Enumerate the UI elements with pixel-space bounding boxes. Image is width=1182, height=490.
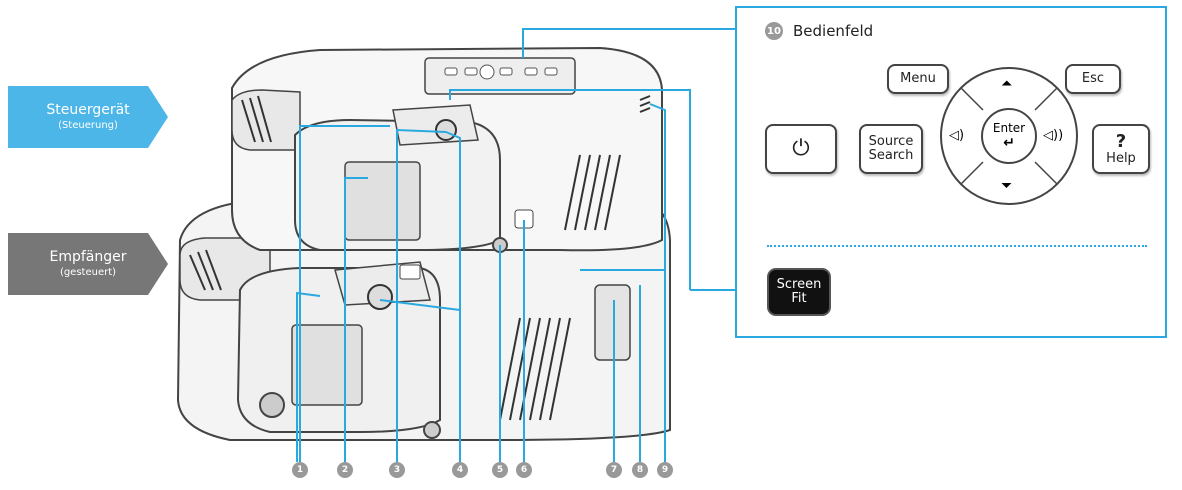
controller-label: Steuergerät	[46, 102, 130, 118]
callout-2: 2	[337, 462, 353, 478]
controller-sublabel: (Steuerung)	[58, 119, 118, 131]
callout-4: 4	[452, 462, 468, 478]
help-icon: ?	[1115, 130, 1127, 152]
keystone-up-icon[interactable]: ⏶	[1001, 76, 1013, 92]
controller-projector	[231, 46, 663, 253]
power-icon: ⏻	[792, 135, 810, 161]
volume-up-icon[interactable]: ◁))	[1043, 128, 1064, 143]
panel-title-text: Bedienfeld	[793, 22, 874, 40]
receiver-tag: Empfänger (gesteuert)	[8, 233, 168, 295]
panel-title: 10 Bedienfeld	[765, 22, 873, 40]
leader-lines	[296, 28, 764, 462]
enter-icon: ↵	[1003, 135, 1015, 151]
enter-button[interactable]: Enter ↵	[981, 108, 1037, 164]
callout-7: 7	[606, 462, 622, 478]
menu-button[interactable]: Menu	[887, 64, 949, 94]
callout-8: 8	[632, 462, 648, 478]
callout-5: 5	[492, 462, 508, 478]
control-panel-box: 10 Bedienfeld Menu Esc ⏻ Source Search ?…	[735, 6, 1167, 338]
help-button[interactable]: ? Help	[1092, 124, 1150, 174]
power-button[interactable]: ⏻	[765, 124, 837, 174]
esc-button[interactable]: Esc	[1065, 64, 1121, 94]
receiver-sublabel: (gesteuert)	[59, 266, 117, 278]
source-search-button[interactable]: Source Search	[859, 124, 923, 174]
callout-1: 1	[292, 462, 308, 478]
receiver-label: Empfänger	[49, 249, 127, 265]
callout-9: 9	[657, 462, 673, 478]
panel-divider	[767, 245, 1147, 247]
panel-number: 10	[765, 22, 783, 40]
direction-dial[interactable]: ⏶ ⏷ ◁) ◁)) Enter ↵	[939, 66, 1079, 206]
callout-6: 6	[516, 462, 532, 478]
controller-tag: Steuergerät (Steuerung)	[8, 86, 168, 148]
callout-3: 3	[389, 462, 405, 478]
volume-down-icon[interactable]: ◁)	[949, 128, 965, 143]
keystone-down-icon[interactable]: ⏷	[1001, 178, 1013, 194]
